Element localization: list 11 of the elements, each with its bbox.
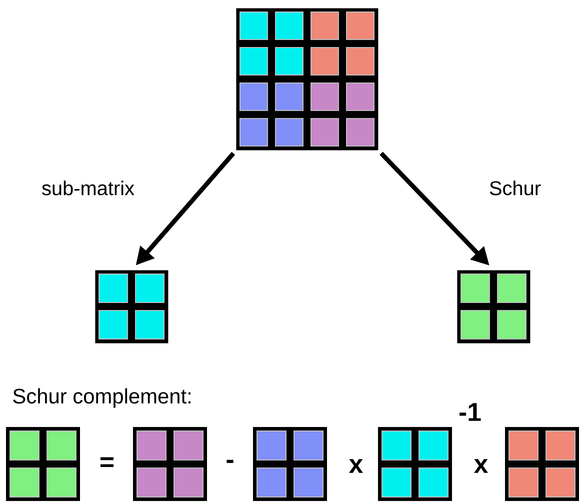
matrix-drawing	[236, 8, 378, 150]
equals-sign: =	[100, 457, 114, 468]
exponent-label: -1	[460, 403, 481, 421]
minus-sign: -	[226, 460, 234, 463]
times-sign: x	[474, 459, 488, 473]
matrix-drawing	[95, 270, 168, 344]
edge-label: sub-matrix	[42, 180, 134, 196]
matrix-drawing	[457, 270, 530, 344]
edge-label: Schur	[490, 180, 541, 196]
caption-text: Schur complement:	[13, 388, 190, 408]
times-sign: x	[348, 459, 364, 473]
